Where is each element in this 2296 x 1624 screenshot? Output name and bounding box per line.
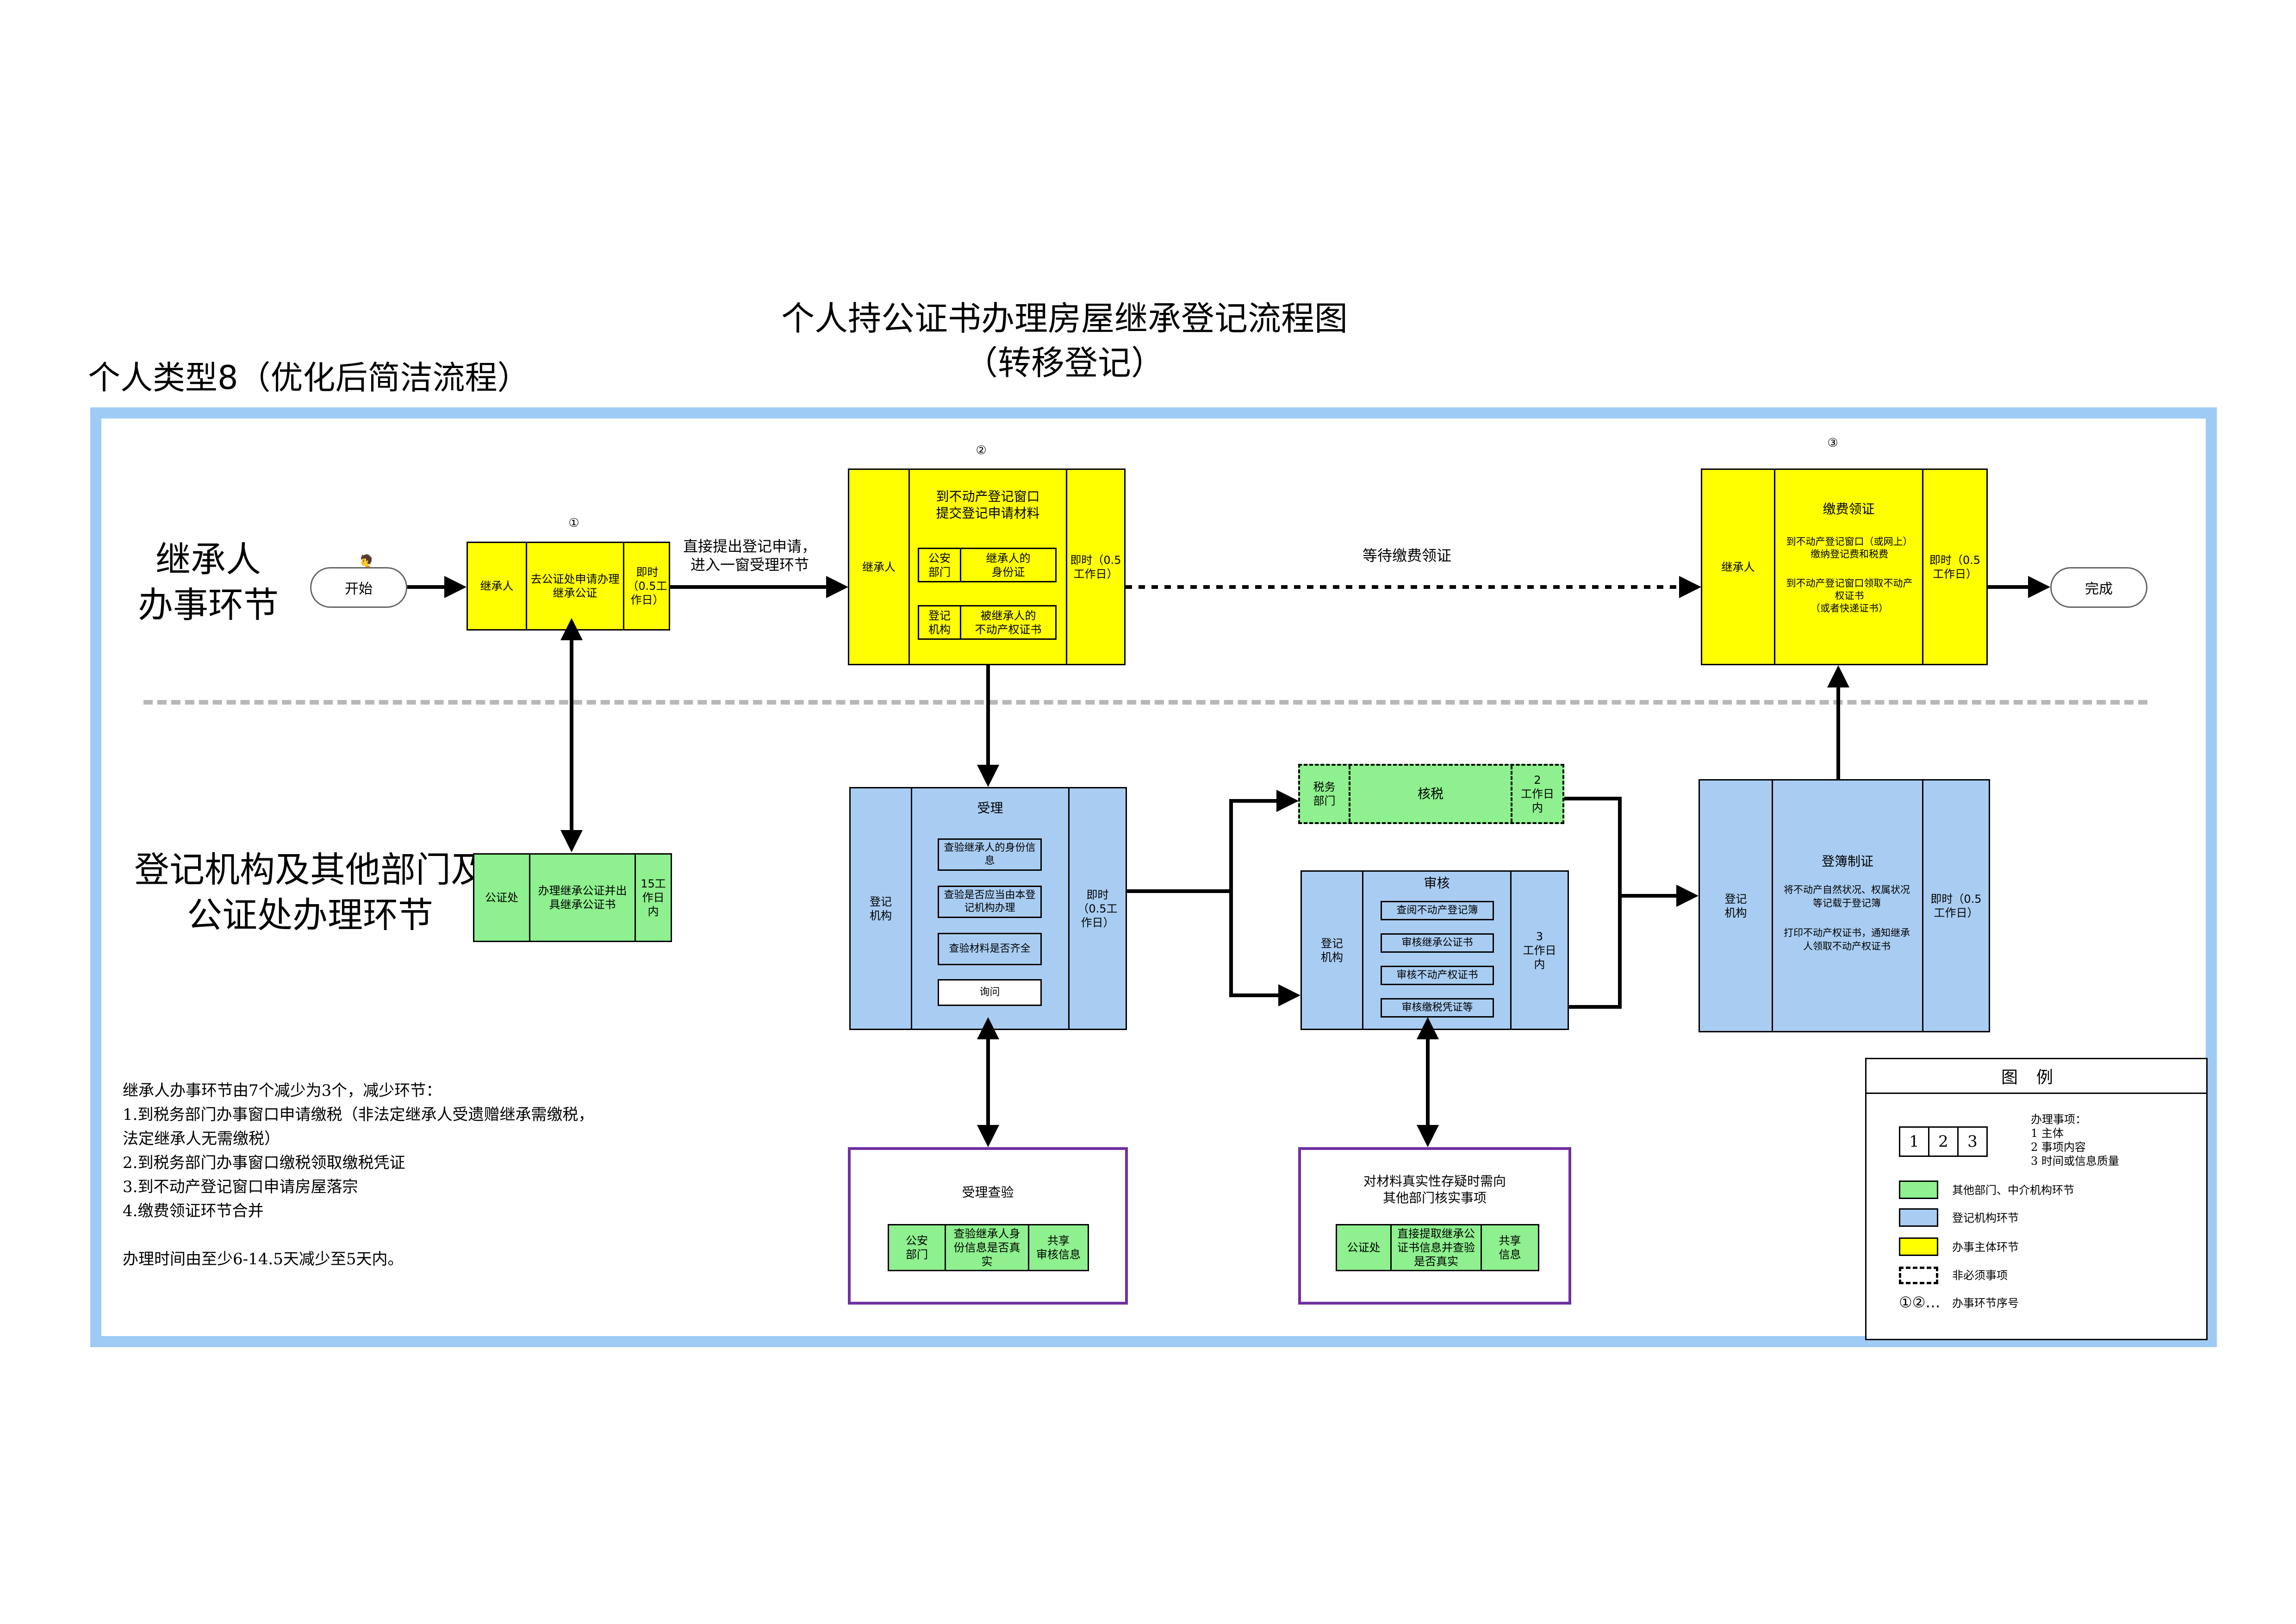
accept-heading: 受理 [911,788,1068,1029]
verify-accept-heading: 受理查验 [962,1185,1014,1200]
step3-line1: 到不动产登记窗口（或网上）缴纳登记费和税费 [1786,536,1913,560]
page-title: 个人持公证书办理房屋继承登记流程图 [781,299,1348,338]
step1-time: 即时（0.5工作日） [623,543,670,629]
accept-actor: 登记 机构 [870,895,892,922]
notary-actor: 公证处 [485,891,518,904]
legend-title: 图例 [1867,1059,2206,1094]
step3-time: 即时（0.5工作日） [1922,470,1986,664]
legend-swatch-yellow [1899,1237,1938,1256]
verify-review-middle: 直接提取继承公证书信息并查验是否真实 [1390,1225,1481,1270]
accept-item-3: 查验材料是否齐全 [938,933,1042,965]
lane-label-applicant: 继承人 办事环节 [138,539,279,625]
accept-box: 登记 机构 受理 查验继承人的身份信息 查验是否应当由本登记机构办理 查验材料是… [849,787,1127,1030]
register-box: 登记 机构 登簿制证 将不动产自然状况、权属状况等记载于登记簿 打印不动产权证书… [1699,779,1990,1032]
step-number-2: ② [976,443,987,457]
review-box: 登记 机构 审核 查阅不动产登记簿 审核继承公证书 审核不动产权证书 审核缴税凭… [1300,870,1569,1030]
type-subtitle: 个人类型8（优化后简洁流程） [88,359,530,397]
legend-swatch-green [1899,1181,1938,1199]
notes-text: 继承人办事环节由7个减少为3个，减少环节： 1.到税务部门办事窗口申请缴税（非法… [123,1081,594,1268]
legend-swatch-blue [1899,1208,1938,1227]
verify-accept-right: 共享 审核信息 [1028,1225,1088,1270]
legend-green-label: 其他部门、中介机构环节 [1952,1184,2074,1197]
notary-box: 公证处 办理继承公证并出具继承公证书 15工作日内 [473,853,672,942]
register-actor: 登记 机构 [1724,892,1747,919]
review-item-2: 审核继承公证书 [1381,933,1494,953]
arrow-label-wait: 等待缴费领证 [1362,547,1451,564]
step3-actor: 继承人 [1721,560,1755,574]
step2-row1-left: 公安 部门 [928,551,951,579]
step2-row1: 公安 部门 继承人的 身份证 [918,548,1057,582]
legend: 图例 1 2 3 办理事项： 1 主体 2 事项内容 3 时间或信息质量 其他部… [1865,1058,2208,1340]
verify-accept-left: 公安 部门 [906,1234,928,1261]
step2-row2: 登记 机构 被继承人的 不动产权证书 [918,605,1057,640]
review-time: 3 工作日 内 [1510,872,1568,1029]
register-line2: 打印不动产权证书，通知继承人领取不动产权证书 [1784,927,1910,952]
notary-content: 办理继承公证并出具继承公证书 [529,855,635,941]
verify-review-left: 公证处 [1347,1241,1381,1254]
step-number-1: ① [568,516,579,530]
tax-content: 核税 [1349,766,1511,822]
step3-box: 继承人 缴费领证 到不动产登记窗口（或网上）缴纳登记费和税费 到不动产登记窗口领… [1701,468,1988,665]
page-title-subtitle: （转移登记） [964,344,1164,382]
arrow-label-apply: 直接提出登记申请， 进入一窗受理环节 [683,537,816,574]
legend-seq-label: 办事环节序号 [1952,1297,2019,1310]
accept-item-2: 查验是否应当由本登记机构办理 [938,886,1042,918]
legend-dashed-label: 非必须事项 [1952,1269,2008,1282]
verify-accept-row: 公安 部门 查验继承人身份信息是否真实 共享 审核信息 [888,1224,1089,1271]
step-number-3: ③ [1827,436,1838,450]
verify-review-row: 公证处 直接提取继承公证书信息并查验是否真实 共享 信息 [1336,1224,1539,1271]
accept-item-1: 查验继承人的身份信息 [938,838,1042,871]
step2-box: 继承人 到不动产登记窗口 提交登记申请材料 公安 部门 继承人的 身份证 登记 … [848,468,1126,665]
end-node: 完成 [2050,567,2147,608]
step1-content: 去公证处申请办理继承公证 [526,543,623,629]
accept-item-4: 询问 [938,979,1042,1006]
review-heading: 审核 [1362,872,1510,1029]
verify-review-box: 对材料真实性存疑时需向 其他部门核实事项 公证处 直接提取继承公证书信息并查验是… [1298,1147,1571,1305]
notary-time: 15工作日内 [635,855,671,941]
legend-num-3: 3 [1957,1126,1988,1157]
legend-swatch-dashed [1899,1267,1938,1284]
review-item-4: 审核缴税凭证等 [1381,998,1494,1018]
verify-accept-middle: 查验继承人身份信息是否真实 [945,1225,1028,1270]
step2-heading: 到不动产登记窗口 提交登记申请材料 [908,470,1066,664]
start-node: 开始 [310,567,407,608]
review-actor: 登记 机构 [1321,937,1343,964]
register-line1: 将不动产自然状况、权属状况等记载于登记簿 [1784,884,1910,909]
step2-row2-left: 登记 机构 [928,609,951,636]
legend-num-1: 1 [1899,1126,1929,1157]
legend-blue-label: 登记机构环节 [1952,1212,2019,1224]
legend-seq-symbol: ①②… [1899,1293,1941,1311]
accept-time: 即时（0.5工作日） [1068,788,1126,1029]
tax-actor: 税务 部门 [1313,781,1336,807]
lane-label-agency: 登记机构及其他部门及 公证处办理环节 [134,849,486,936]
verify-accept-box: 受理查验 公安 部门 查验继承人身份信息是否真实 共享 审核信息 [848,1147,1128,1305]
legend-num-2: 2 [1928,1126,1959,1157]
verify-review-right: 共享 信息 [1481,1225,1538,1270]
verify-review-heading: 对材料真实性存疑时需向 其他部门核实事项 [1363,1174,1506,1206]
step3-line2: 到不动产登记窗口领取不动产权证书 （或者快递证书） [1786,578,1913,614]
step2-actor: 继承人 [862,560,896,574]
legend-yellow-label: 办事主体环节 [1952,1241,2019,1254]
register-heading: 登簿制证 [1772,781,1922,1031]
step2-time: 即时（0.5工作日） [1066,470,1124,664]
tax-time: 2 工作日 内 [1511,766,1562,822]
legend-nums-desc: 办理事项： 1 主体 2 事项内容 3 时间或信息质量 [2031,1113,2119,1168]
step2-row2-right: 被继承人的 不动产权证书 [960,606,1055,638]
step2-row1-right: 继承人的 身份证 [960,549,1055,581]
review-item-3: 审核不动产权证书 [1381,966,1494,985]
review-item-1: 查阅不动产登记簿 [1381,901,1494,920]
step3-heading: 缴费领证 [1774,470,1922,664]
tax-box: 税务 部门 核税 2 工作日 内 [1298,764,1564,824]
register-time: 即时（0.5工作日） [1922,781,1989,1031]
lane-divider [143,700,2147,705]
step1-box: 继承人 去公证处申请办理继承公证 即时（0.5工作日） [467,542,670,631]
step1-actor: 继承人 [480,580,514,593]
